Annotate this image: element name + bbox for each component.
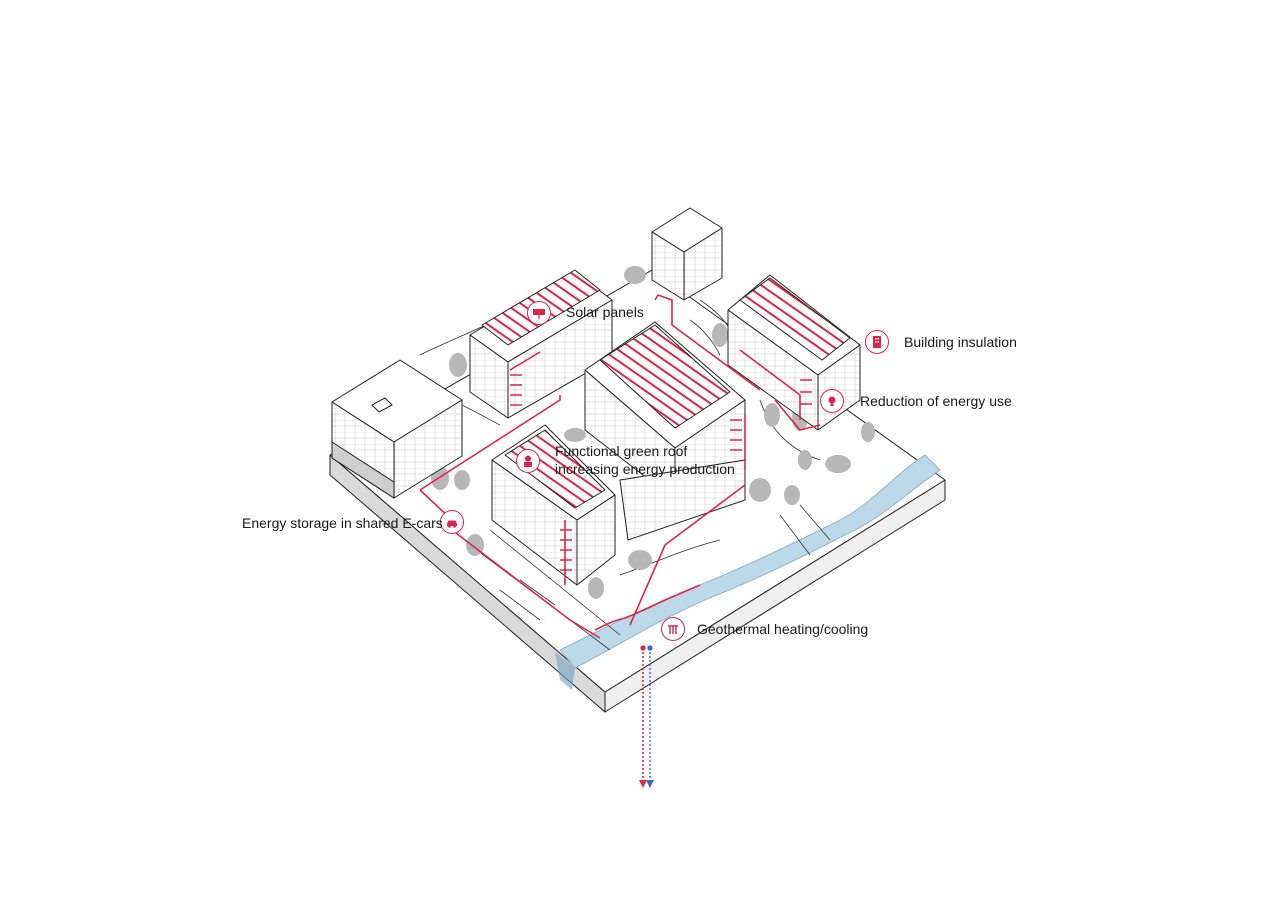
facade-markers bbox=[510, 374, 812, 571]
building-icon bbox=[865, 330, 889, 354]
lightbulb-icon bbox=[820, 389, 844, 413]
green-roof-icon bbox=[516, 449, 540, 473]
label-building-insulation: Building insulation bbox=[904, 334, 1017, 350]
label-green-roof: Functional green roof increasing energy … bbox=[555, 442, 815, 478]
label-energy-storage: Energy storage in shared E-cars bbox=[242, 515, 443, 531]
label-solar-panels: Solar panels bbox=[566, 304, 644, 320]
energy-network bbox=[419, 294, 821, 785]
label-green-roof-line2: increasing energy production bbox=[555, 461, 735, 477]
label-geothermal: Geothermal heating/cooling bbox=[697, 621, 869, 637]
solar-panel-icon bbox=[527, 301, 551, 325]
geothermal-hot-pipe bbox=[639, 645, 647, 788]
building-left bbox=[331, 359, 463, 499]
electric-car-icon bbox=[440, 510, 464, 534]
label-green-roof-line1: Functional green roof bbox=[555, 443, 688, 459]
tower-back bbox=[651, 207, 723, 301]
label-reduction-energy-use: Reduction of energy use bbox=[860, 393, 1012, 409]
geothermal-cold-pipe bbox=[646, 645, 654, 788]
building-center bbox=[584, 321, 746, 541]
geothermal-icon bbox=[661, 617, 685, 641]
